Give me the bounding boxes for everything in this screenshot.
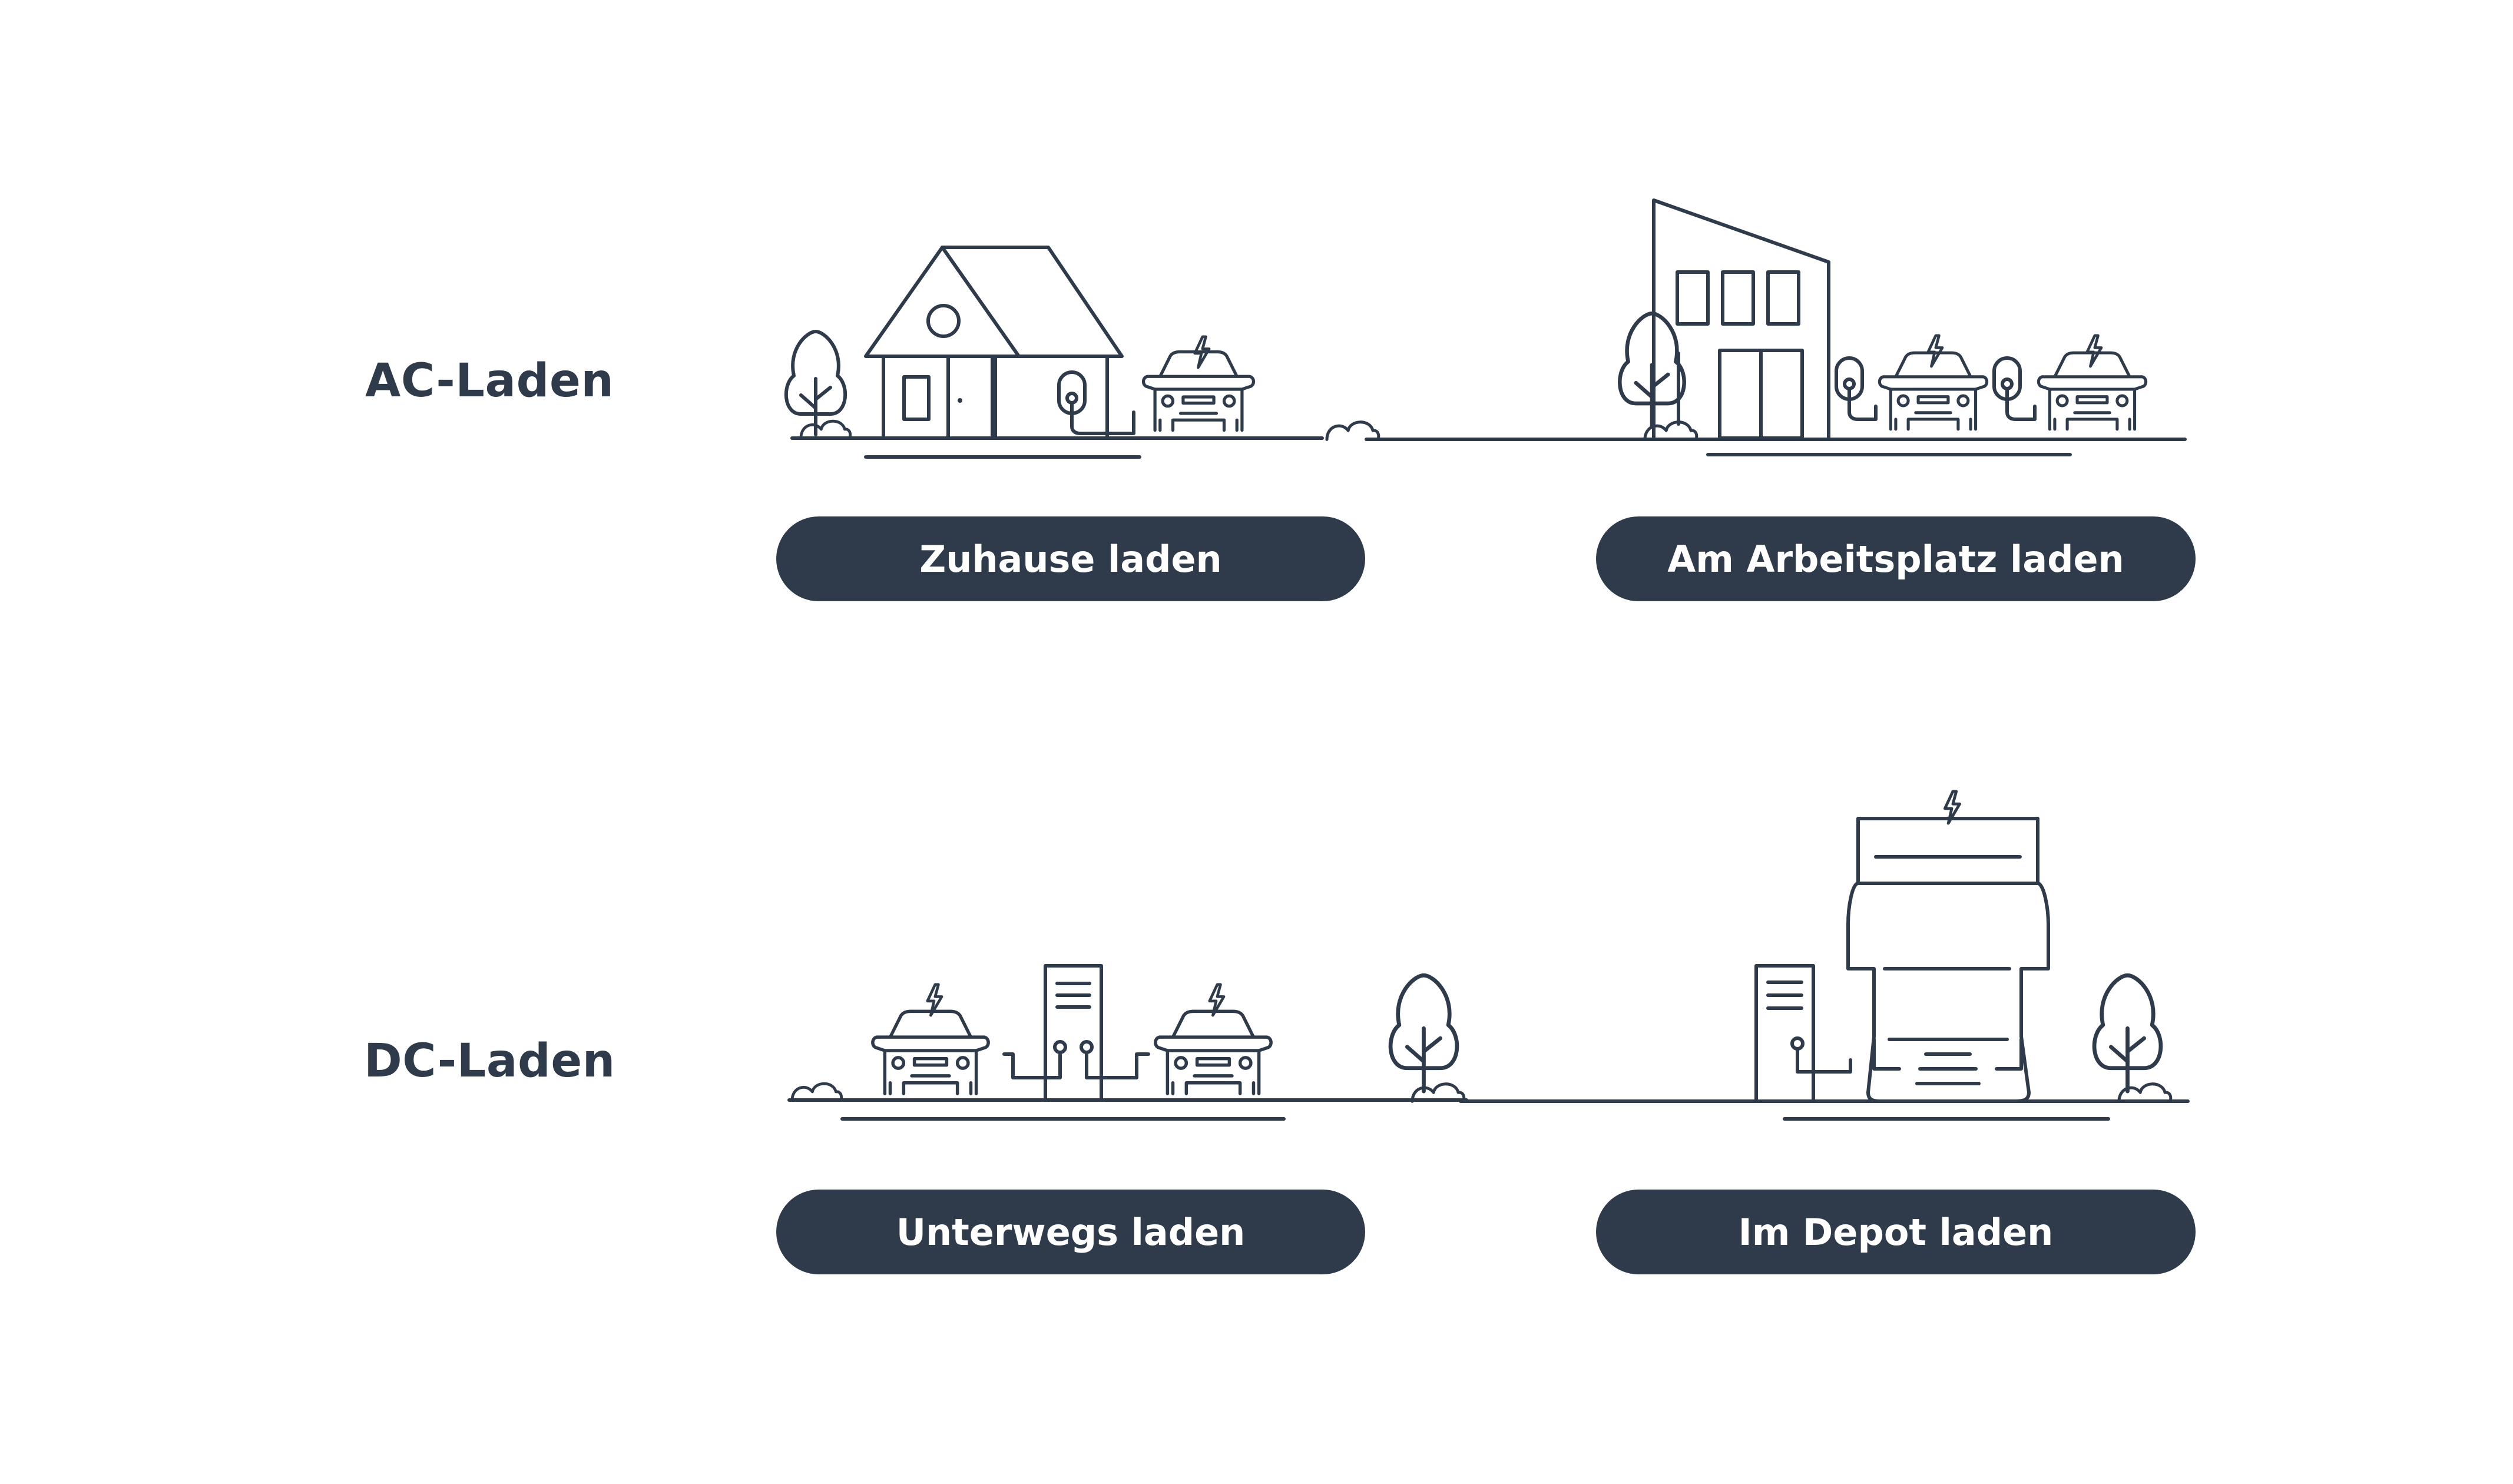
wallbox-icon xyxy=(1059,372,1090,433)
house-icon xyxy=(864,246,1124,440)
depot-charging-button[interactable]: Im Depot laden xyxy=(1596,1190,2196,1274)
wallbox-icon xyxy=(1994,358,2025,419)
bush-icon xyxy=(1327,422,1379,440)
electric-truck-icon xyxy=(1846,817,2050,1103)
home-charging-button[interactable]: Zuhause laden xyxy=(776,516,1365,601)
office-building-icon xyxy=(1652,198,1830,440)
electric-car-icon xyxy=(873,1011,988,1094)
lightning-bolt-icon xyxy=(1195,337,1209,367)
tree-icon xyxy=(786,332,845,435)
lightning-bolt-icon xyxy=(1928,336,1942,366)
on-the-road-charging-button[interactable]: Unterwegs laden xyxy=(776,1190,1365,1274)
on-the-road-charging-scene xyxy=(787,964,1468,1121)
dc-charging-station-icon xyxy=(1002,964,1150,1102)
dc-charging-station-icon xyxy=(1754,964,1852,1103)
dc-charging-label: DC-Laden xyxy=(364,1035,615,1088)
bush-icon xyxy=(801,421,850,438)
tree-icon xyxy=(1390,975,1457,1091)
depot-charging-scene xyxy=(1459,791,2190,1121)
lightning-bolt-icon xyxy=(2087,336,2101,366)
workplace-charging-button[interactable]: Am Arbeitsplatz laden xyxy=(1596,516,2196,601)
bush-icon xyxy=(792,1084,842,1100)
home-charging-scene xyxy=(786,246,1379,459)
workplace-charging-scene xyxy=(1365,198,2187,456)
wallbox-icon xyxy=(1836,358,1867,419)
tree-icon xyxy=(2094,975,2161,1091)
ac-charging-label: AC-Laden xyxy=(365,355,614,408)
electric-car-icon xyxy=(1155,1011,1271,1094)
